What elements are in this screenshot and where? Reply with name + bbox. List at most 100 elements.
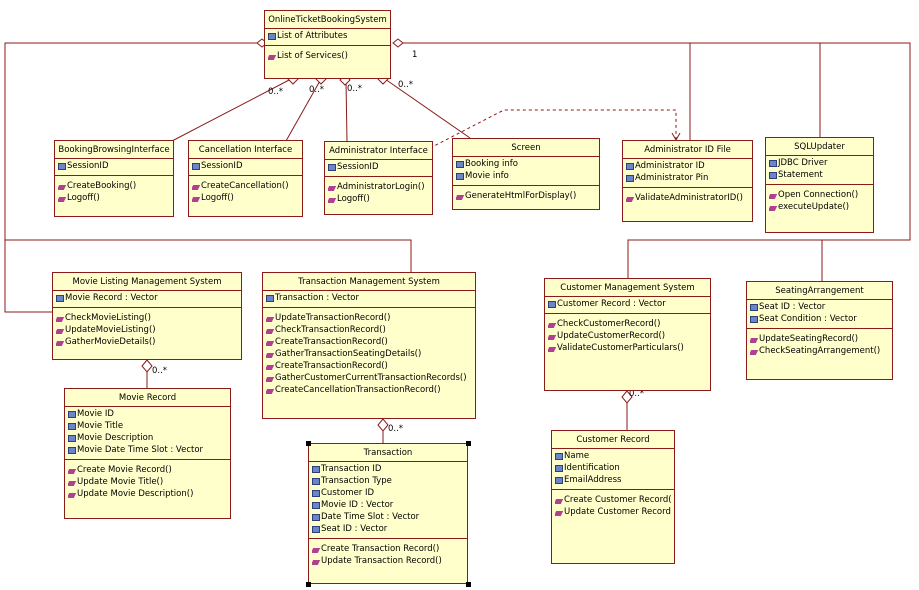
selection-handle-top-right[interactable] <box>466 441 471 446</box>
attribute-row[interactable]: SessionID <box>58 160 170 172</box>
attribute-row[interactable]: Seat Condition : Vector <box>750 313 889 325</box>
operation-label: CreateTransactionRecord() <box>275 361 388 371</box>
attribute-row[interactable]: Movie ID : Vector <box>312 499 464 511</box>
selection-handle-bottom-right[interactable] <box>466 582 471 587</box>
operation-row[interactable]: CheckSeatingArrangement() <box>750 345 889 357</box>
operation-row[interactable]: Update Customer Record() <box>555 506 671 518</box>
attribute-row[interactable]: Customer Record : Vector <box>548 298 707 310</box>
operation-icon <box>266 316 275 322</box>
operation-row[interactable]: CreateBooking() <box>58 180 170 192</box>
operation-row[interactable]: Update Movie Title() <box>68 476 227 488</box>
operation-label: CheckMovieListing() <box>65 313 151 323</box>
operation-icon <box>548 346 557 352</box>
operation-row[interactable]: GenerateHtmlForDisplay() <box>456 190 596 202</box>
attribute-row[interactable]: Movie Title <box>68 420 227 432</box>
operation-row[interactable]: GatherTransactionSeatingDetails() <box>266 348 472 360</box>
operation-label: UpdateMovieListing() <box>65 325 156 335</box>
operation-row[interactable]: CheckMovieListing() <box>56 312 238 324</box>
operation-row[interactable]: CreateCancellationTransactionRecord() <box>266 384 472 396</box>
attribute-icon <box>456 173 464 180</box>
operation-row[interactable]: executeUpdate() <box>769 201 870 213</box>
attribute-row[interactable]: Customer ID <box>312 487 464 499</box>
attributes-compartment: SessionID <box>55 159 173 176</box>
attribute-row[interactable]: SessionID <box>192 160 299 172</box>
operation-row[interactable]: AdministratorLogin() <box>328 181 429 193</box>
operation-icon <box>268 54 277 60</box>
operation-row[interactable]: GatherCustomerCurrentTransactionRecords(… <box>266 372 472 384</box>
attribute-row[interactable]: List of Attributes <box>268 30 387 42</box>
attribute-row[interactable]: JDBC Driver <box>769 157 870 169</box>
selection-handle-bottom-left[interactable] <box>306 582 311 587</box>
attribute-label: EmailAddress <box>564 475 622 485</box>
operation-label: GenerateHtmlForDisplay() <box>465 191 577 201</box>
attribute-row[interactable]: Seat ID : Vector <box>750 301 889 313</box>
attribute-label: SessionID <box>337 162 379 172</box>
attribute-row[interactable]: Transaction Type <box>312 475 464 487</box>
operation-row[interactable]: CreateCancellation() <box>192 180 299 192</box>
attribute-row[interactable]: Seat ID : Vector <box>312 523 464 535</box>
attribute-row[interactable]: Identification <box>555 462 671 474</box>
operation-row[interactable]: Logoff() <box>328 193 429 205</box>
operation-row[interactable]: Create Transaction Record() <box>312 543 464 555</box>
operation-row[interactable]: Logoff() <box>58 192 170 204</box>
operation-row[interactable]: CheckCustomerRecord() <box>548 318 707 330</box>
operation-label: CreateBooking() <box>67 181 137 191</box>
operation-row[interactable]: CreateTransactionRecord() <box>266 336 472 348</box>
attribute-row[interactable]: Statement <box>769 169 870 181</box>
operation-row[interactable]: Logoff() <box>192 192 299 204</box>
selection-handle-top-left[interactable] <box>306 441 311 446</box>
operation-icon <box>548 334 557 340</box>
attribute-row[interactable]: EmailAddress <box>555 474 671 486</box>
operation-row[interactable]: Update Transaction Record() <box>312 555 464 567</box>
operation-row[interactable]: ValidateAdministratorID() <box>626 192 749 204</box>
attribute-row[interactable]: Administrator ID <box>626 160 749 172</box>
attribute-row[interactable]: Booking info <box>456 158 596 170</box>
attribute-row[interactable]: Date Time Slot : Vector <box>312 511 464 523</box>
attribute-label: Movie Description <box>77 433 154 443</box>
attribute-row[interactable]: Movie info <box>456 170 596 182</box>
operation-row[interactable]: Update Movie Description() <box>68 488 227 500</box>
attribute-icon <box>555 465 563 472</box>
multiplicity-movie-record: 0..* <box>152 366 168 376</box>
attribute-row[interactable]: Movie Record : Vector <box>56 292 238 304</box>
attribute-row[interactable]: Transaction ID <box>312 463 464 475</box>
operation-row[interactable]: ValidateCustomerParticulars() <box>548 342 707 354</box>
operation-row[interactable]: UpdateMovieListing() <box>56 324 238 336</box>
operation-row[interactable]: CheckTransactionRecord() <box>266 324 472 336</box>
attribute-row[interactable]: Movie ID <box>68 408 227 420</box>
operation-row[interactable]: Create Movie Record() <box>68 464 227 476</box>
attribute-row[interactable]: Movie Date Time Slot : Vector <box>68 444 227 456</box>
operation-row[interactable]: Create Customer Record() <box>555 494 671 506</box>
operation-row[interactable]: UpdateTransactionRecord() <box>266 312 472 324</box>
operation-label: UpdateCustomerRecord() <box>557 331 666 341</box>
attribute-label: SessionID <box>67 161 109 171</box>
operation-label: CreateTransactionRecord() <box>275 337 388 347</box>
attribute-icon <box>312 466 320 473</box>
attribute-row[interactable]: Movie Description <box>68 432 227 444</box>
operation-row[interactable]: CreateTransactionRecord() <box>266 360 472 372</box>
operation-row[interactable]: List of Services() <box>268 50 387 62</box>
operation-row[interactable]: Open Connection() <box>769 189 870 201</box>
operation-row[interactable]: GatherMovieDetails() <box>56 336 238 348</box>
operations-compartment: Create Movie Record()Update Movie Title(… <box>65 460 230 503</box>
attribute-row[interactable]: Name <box>555 450 671 462</box>
attribute-row[interactable]: Administrator Pin <box>626 172 749 184</box>
operation-row[interactable]: UpdateSeatingRecord() <box>750 333 889 345</box>
attribute-row[interactable]: Transaction : Vector <box>266 292 472 304</box>
attribute-row[interactable]: SessionID <box>328 161 429 173</box>
operation-row[interactable]: UpdateCustomerRecord() <box>548 330 707 342</box>
